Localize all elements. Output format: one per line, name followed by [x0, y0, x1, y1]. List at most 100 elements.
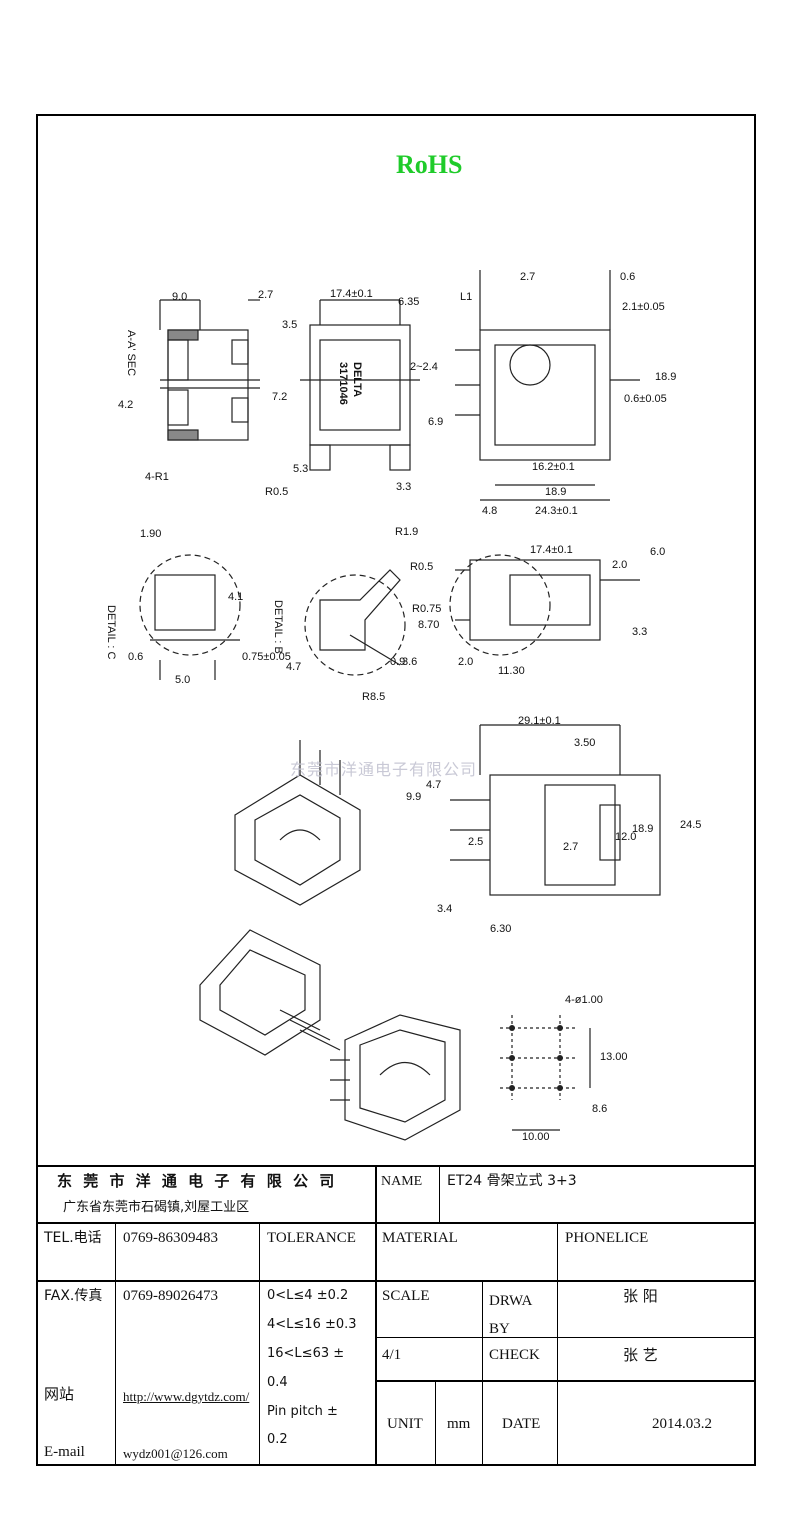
tel-label: TEL.电话 [44, 1230, 102, 1246]
dimension-labels: 9.0 2.7 17.4±0.1 6.35 3.5 2~2.4 7.2 4.2 … [118, 271, 701, 1143]
dim-label: R1.9 [395, 526, 418, 538]
dim-label: 0.9 [390, 656, 405, 668]
dim-label: 2.0 [458, 656, 473, 668]
dim-label: 4.7 [286, 661, 301, 673]
technical-drawing: A-A' SEC DETAIL : C DETAIL : B DELTA 317… [105, 270, 701, 1143]
dim-label: 3.6 [402, 656, 417, 668]
dim-label: 6.9 [428, 416, 443, 428]
isometric-view-2 [199, 929, 341, 1056]
dim-label: 5.0 [175, 674, 190, 686]
part-marking-2: 3171046 [337, 362, 349, 405]
dim-label: 3.3 [632, 626, 647, 638]
check-label: CHECK [489, 1347, 540, 1363]
tolerance-line: 0.2 [267, 1432, 288, 1447]
email-value: wydz001@126.com [123, 1446, 228, 1461]
check-value: 张 艺 [623, 1346, 658, 1364]
dim-label: 2.0 [612, 559, 627, 571]
name-value: ET24 骨架立式 3+3 [447, 1173, 577, 1189]
dim-label: 18.9 [655, 371, 676, 383]
isometric-view-1 [234, 740, 361, 906]
tolerance-label: TOLERANCE [267, 1230, 356, 1246]
dim-label: 4.2 [118, 399, 133, 411]
drawn-by-value: 张 阳 [623, 1287, 658, 1305]
dim-label: 18.9 [632, 823, 653, 835]
drawn-by-label: DRWA BY [489, 1293, 532, 1337]
dim-label: 3.5 [282, 319, 297, 331]
email-label: E-mail [44, 1444, 85, 1460]
dim-label: 10.00 [522, 1131, 550, 1143]
website-label: 网站 [44, 1385, 75, 1403]
dim-label: 0.75±0.05 [242, 651, 291, 663]
dim-label: 0.6 [620, 271, 635, 283]
section-view-aa [159, 299, 260, 441]
detail-b [304, 569, 406, 676]
dim-label: 4.7 [426, 779, 441, 791]
dim-label: 29.1±0.1 [518, 715, 561, 727]
dim-label: 9.9 [406, 791, 421, 803]
dim-label: 11.30 [498, 665, 525, 677]
dim-label: 7.2 [272, 391, 287, 403]
detail-label-b: DETAIL : B [272, 600, 284, 654]
rohs-mark: RoHS [396, 150, 463, 179]
part-marking-1: DELTA [351, 362, 363, 397]
tolerance-line: Pin pitch ± [267, 1404, 338, 1419]
section-label-aa: A-A' SEC [125, 330, 137, 376]
unit-label: UNIT [387, 1416, 423, 1432]
front-view [449, 554, 640, 656]
tolerance-line: 0.4 [267, 1375, 288, 1390]
pin-holes [509, 1025, 563, 1091]
dim-label: 1.90 [140, 528, 161, 540]
dim-label: 8.70 [418, 619, 439, 631]
tolerance-line: 0<L≤4 ±0.2 [267, 1288, 349, 1303]
side-view [455, 270, 640, 501]
title-block: 东 莞 市 洋 通 电 子 有 限 公 司 广东省东莞市石碣镇,刘屋工业区 NA… [37, 1165, 756, 1465]
scale-label: SCALE [382, 1288, 430, 1304]
dim-label: 9.0 [172, 291, 187, 303]
dim-label: 24.3±0.1 [535, 505, 578, 517]
dim-label: 4.1 [228, 591, 243, 603]
dim-label: R8.5 [362, 691, 385, 703]
detail-c [139, 554, 241, 680]
watermark: 东莞市洋通电子有限公司 [290, 760, 478, 779]
dim-label: 2.5 [468, 836, 483, 848]
dim-label: 5.3 [293, 463, 308, 475]
dim-label: 16.2±0.1 [532, 461, 575, 473]
dim-label: 2.7 [563, 841, 578, 853]
dim-label: R0.75 [412, 603, 441, 615]
dim-label: 2.7 [520, 271, 535, 283]
dim-label: R0.5 [265, 486, 288, 498]
dim-label: 8.6 [592, 1103, 607, 1115]
top-view [300, 299, 420, 471]
isometric-view-3 [330, 1014, 461, 1141]
dim-label: 24.5 [680, 819, 701, 831]
dim-label: 3.4 [437, 903, 452, 915]
dim-label: 6.35 [398, 296, 419, 308]
dim-label: 3.50 [574, 737, 595, 749]
website-url[interactable]: http://www.dgytdz.com/ [123, 1389, 250, 1404]
tolerance-line: 16<L≤63 ± [267, 1346, 345, 1361]
fax-value: 0769-89026473 [123, 1288, 218, 1304]
dim-label: 6.30 [490, 923, 511, 935]
dim-label: 4-ø1.00 [565, 994, 603, 1006]
dim-label: 4.8 [482, 505, 497, 517]
dim-label: 12.0 [615, 831, 636, 843]
dim-label: 13.00 [600, 1051, 628, 1063]
dim-label: R0.5 [410, 561, 433, 573]
dim-label: 17.4±0.1 [530, 544, 573, 556]
detail-label-c: DETAIL : C [105, 605, 117, 659]
dim-label: 0.6 [128, 651, 143, 663]
unit-value: mm [447, 1416, 471, 1432]
name-label: NAME [381, 1174, 423, 1189]
date-label: DATE [502, 1416, 541, 1432]
scale-value: 4/1 [382, 1347, 402, 1363]
dim-label: 2~2.4 [410, 361, 438, 373]
fax-label: FAX.传真 [44, 1288, 103, 1304]
drawing-frame [36, 114, 756, 1466]
dim-label: 2.1±0.05 [622, 301, 665, 313]
company-address: 广东省东莞市石碣镇,刘屋工业区 [63, 1200, 250, 1215]
dim-label: L1 [460, 291, 472, 303]
dim-label: 18.9 [545, 486, 566, 498]
website-link[interactable]: http://www.dgytdz.com/ [123, 1388, 249, 1406]
dim-label: 6.0 [650, 546, 665, 558]
dim-label: 17.4±0.1 [330, 288, 373, 300]
